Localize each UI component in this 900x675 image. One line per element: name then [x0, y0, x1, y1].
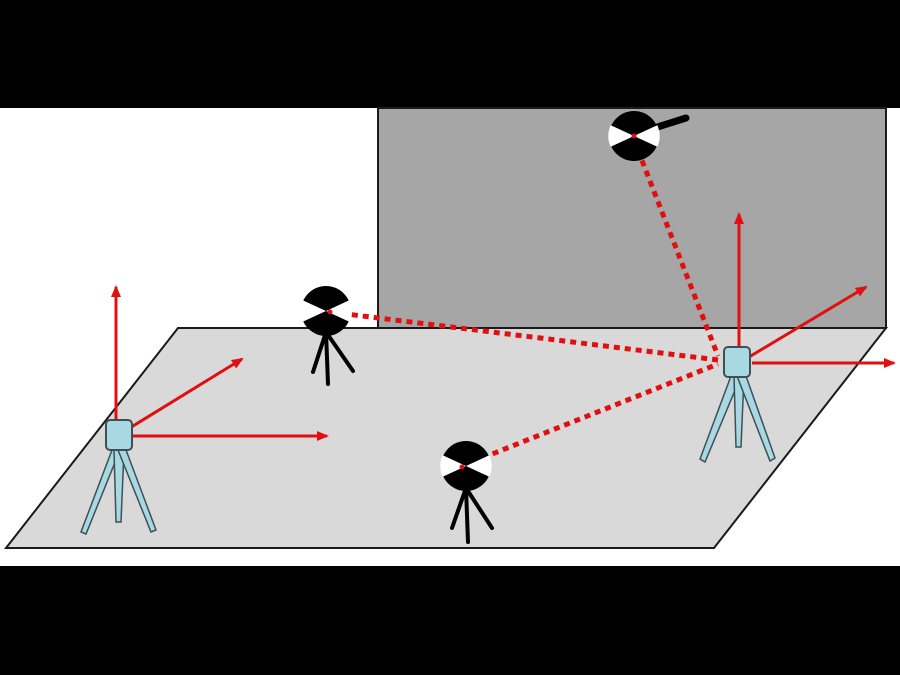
- sightline-to-target-wall: [631, 139, 721, 357]
- top-letterbox-band: [0, 0, 900, 108]
- axis-diagonal: [119, 357, 244, 436]
- tripod-icon: [311, 330, 355, 386]
- bottom-letterbox-band: [0, 566, 900, 675]
- sphere-target-icon: [440, 441, 492, 491]
- total-station-left: [80, 285, 329, 535]
- axis-arrow-icon: [734, 212, 896, 368]
- tripod-icon: [80, 449, 157, 535]
- axis-diagonal: [743, 285, 868, 362]
- total-station-right: [699, 212, 896, 464]
- sightline-to-target-floor-front: [461, 361, 719, 469]
- instrument-body: [723, 346, 751, 378]
- target-floor-front: [440, 441, 494, 544]
- axis-arrow-icon: [111, 285, 329, 441]
- sphere-target-icon: [300, 286, 352, 336]
- tripod-icon: [450, 486, 494, 544]
- target-floor-back: [300, 286, 355, 386]
- tripod-icon: [699, 375, 776, 464]
- sightlines: [329, 139, 721, 469]
- instrument-body: [105, 419, 133, 451]
- sphere-target-icon: [608, 111, 660, 161]
- target-wall: [608, 111, 690, 161]
